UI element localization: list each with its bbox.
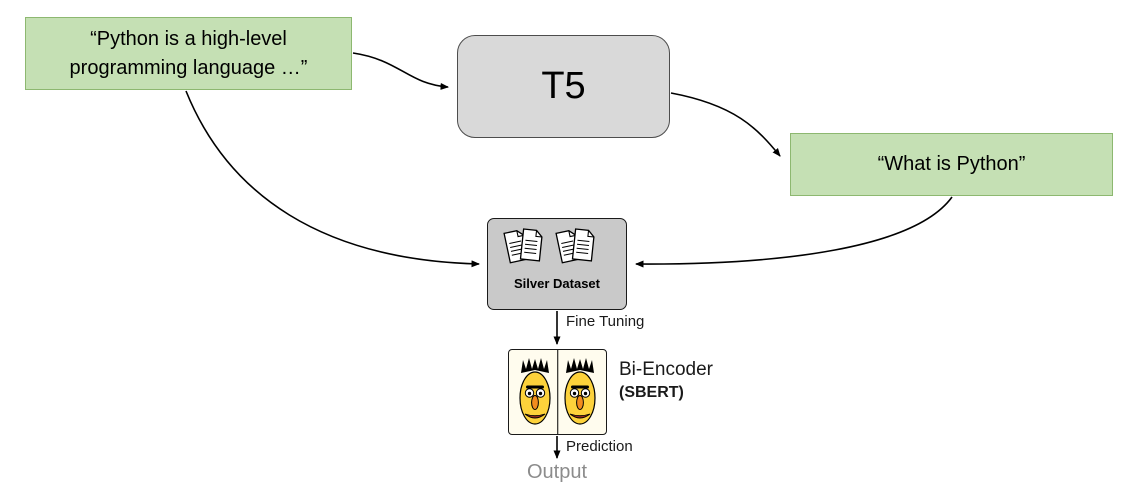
documents-icon xyxy=(503,228,596,264)
query-box: “What is Python” xyxy=(790,133,1113,196)
output-label: Output xyxy=(526,461,588,483)
t5-model-box: T5 xyxy=(457,35,670,138)
t5-label: T5 xyxy=(541,65,586,107)
arrow-passage-to-t5 xyxy=(352,52,449,90)
passage-box: “Python is a high-level programming lang… xyxy=(25,17,352,90)
arrow-query-to-dataset xyxy=(635,196,953,268)
passage-label: “Python is a high-level programming lang… xyxy=(69,27,308,79)
bi-encoder-label: Bi-Encoder xyxy=(619,359,713,380)
bert-face-icon xyxy=(564,357,596,425)
query-label: “What is Python” xyxy=(877,153,1026,175)
fine-tuning-label: Fine Tuning xyxy=(566,313,645,330)
bi-encoder-caption: Bi-Encoder (SBERT) xyxy=(619,359,713,402)
arrow-t5-to-query xyxy=(670,92,781,157)
bert-face-icon xyxy=(519,357,551,425)
silver-dataset-box: Silver Dataset xyxy=(487,218,627,310)
sbert-label: (SBERT) xyxy=(619,384,684,401)
prediction-label: Prediction xyxy=(566,438,633,455)
arrow-passage-to-dataset xyxy=(185,90,480,268)
silver-dataset-label: Silver Dataset xyxy=(514,276,600,291)
bi-encoder-box xyxy=(508,349,607,435)
encoder-divider xyxy=(556,350,559,434)
